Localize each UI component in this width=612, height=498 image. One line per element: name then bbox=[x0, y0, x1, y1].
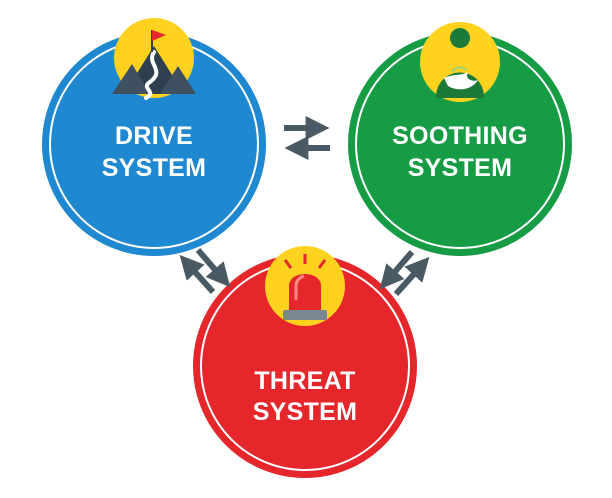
arrow-drive-soothing bbox=[284, 116, 330, 160]
arrow-drive-threat bbox=[179, 248, 231, 295]
threat-label-line2: SYSTEM bbox=[253, 398, 358, 426]
drive-system-node: DRIVE SYSTEM bbox=[42, 32, 266, 256]
arrow-soothing-threat bbox=[379, 250, 430, 297]
mountain-flag-icon bbox=[112, 18, 196, 100]
threat-label-line1: THREAT bbox=[254, 367, 355, 395]
soothing-label-line2: SYSTEM bbox=[408, 154, 513, 182]
siren-icon bbox=[265, 246, 345, 326]
soothing-system-node: SOOTHING SYSTEM bbox=[348, 32, 572, 256]
person-dove-icon bbox=[420, 22, 500, 102]
drive-label-line2: SYSTEM bbox=[102, 154, 207, 182]
drive-label-line1: DRIVE bbox=[115, 122, 193, 150]
soothing-label-line1: SOOTHING bbox=[392, 122, 528, 150]
